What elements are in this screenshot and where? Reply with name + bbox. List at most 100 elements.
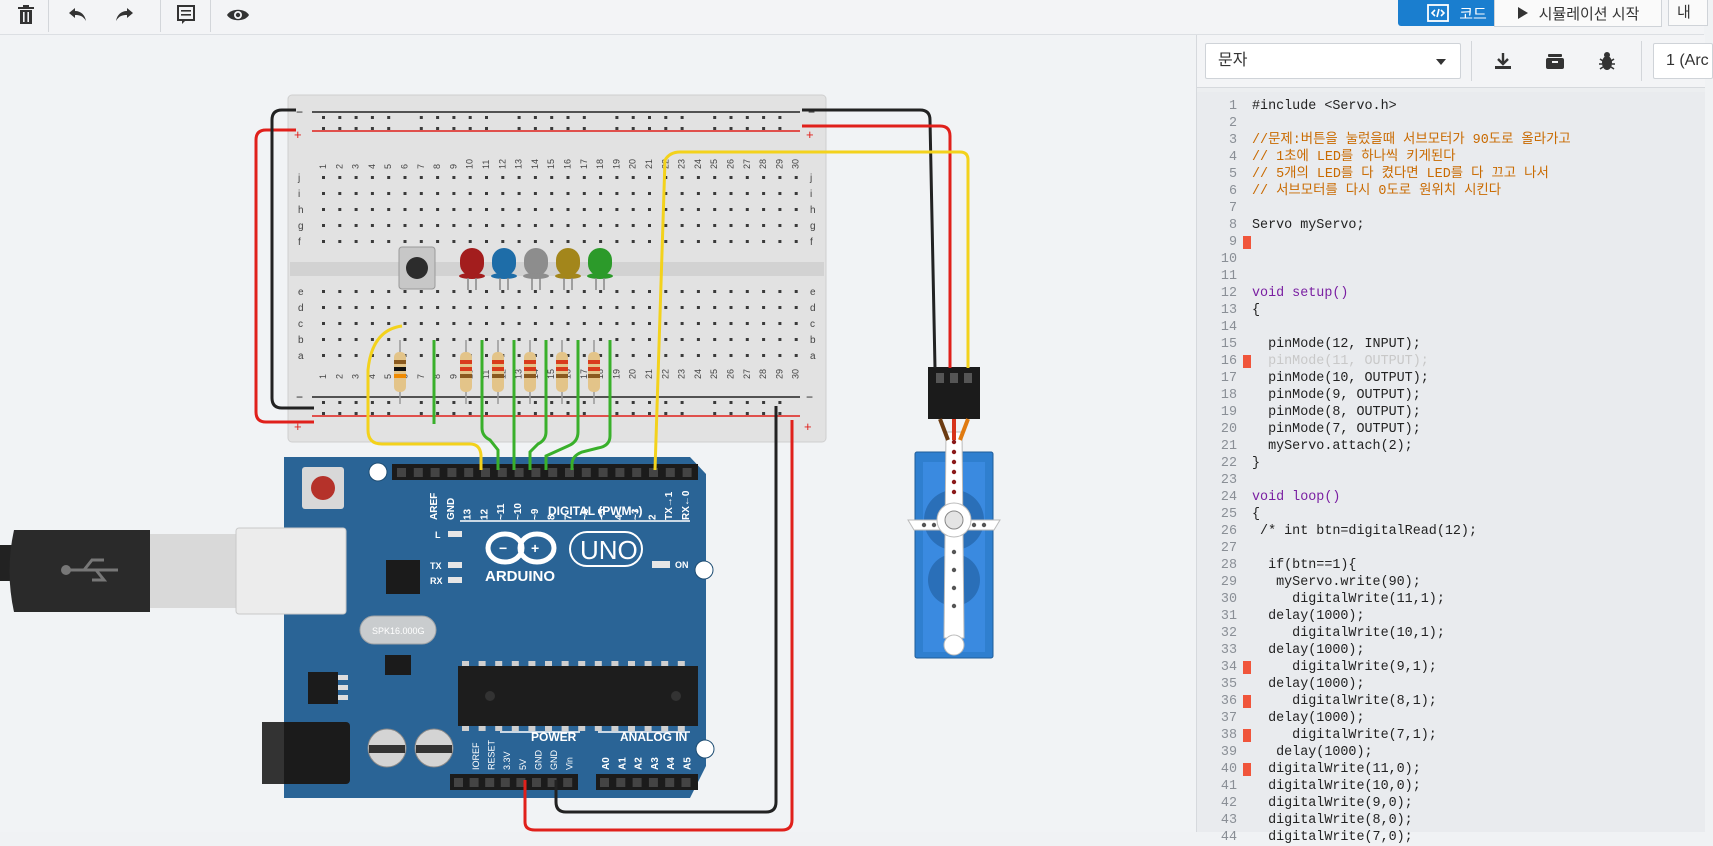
- breadboard-hole: [680, 290, 684, 293]
- chip-pin: [594, 661, 602, 666]
- wire-green-pin8[interactable]: [544, 340, 580, 470]
- download-icon[interactable]: [1481, 43, 1525, 79]
- led[interactable]: [556, 248, 580, 276]
- row-label: g: [810, 221, 816, 232]
- breadboard-hole: [615, 354, 619, 357]
- breadboard-hole: [387, 176, 391, 179]
- code-text: myServo.write(90);: [1252, 575, 1421, 590]
- column-label: 21: [644, 159, 654, 169]
- rail-hole: [485, 401, 488, 404]
- crystal: [359, 615, 437, 645]
- pin-label: A5: [683, 757, 694, 770]
- resistor[interactable]: [492, 352, 504, 392]
- wire-yellow-button[interactable]: [366, 324, 483, 470]
- wire-black-gnd[interactable]: [554, 406, 778, 814]
- library-icon[interactable]: [1533, 43, 1577, 79]
- header-pin: [632, 468, 642, 477]
- header-pin: [516, 778, 526, 787]
- wire-yellow-signal[interactable]: [653, 150, 970, 471]
- error-marker[interactable]: [1243, 236, 1251, 249]
- redo-icon[interactable]: [104, 0, 144, 30]
- breadboard-hole: [696, 322, 700, 325]
- undo-icon[interactable]: [58, 0, 98, 30]
- resistor[interactable]: [394, 352, 406, 392]
- led[interactable]: [588, 248, 612, 276]
- rail-hole: [354, 412, 358, 415]
- error-marker[interactable]: [1243, 729, 1251, 742]
- breadboard-hole: [713, 224, 717, 227]
- led[interactable]: [460, 248, 484, 276]
- column-label: 12: [497, 159, 507, 169]
- breadboard-hole: [452, 306, 456, 309]
- led-rim: [459, 273, 485, 279]
- chip-pin: [644, 726, 652, 731]
- servo-motor[interactable]: [907, 367, 1001, 659]
- debug-icon[interactable]: [1585, 43, 1629, 79]
- column-label: 6: [400, 164, 410, 169]
- rail-hole: [778, 127, 782, 130]
- breadboard-hole: [794, 240, 798, 243]
- wire-green-pin11[interactable]: [480, 340, 500, 470]
- wire-red-left-rail[interactable]: [254, 128, 314, 424]
- rail-hole: [631, 127, 635, 130]
- code-line: 29 myServo.write(90);: [1197, 574, 1705, 591]
- breadboard-hole: [631, 240, 635, 243]
- resistor-band: [460, 374, 472, 378]
- pushbutton[interactable]: [398, 246, 436, 290]
- rail-hole: [338, 401, 342, 404]
- share-button[interactable]: 내: [1668, 0, 1708, 26]
- breadboard-labels: 1122334455667788991010111112121313141415…: [297, 159, 816, 379]
- resistor[interactable]: [556, 352, 568, 392]
- breadboard-hole: [615, 240, 619, 243]
- error-marker[interactable]: [1243, 695, 1251, 708]
- notes-icon[interactable]: [166, 0, 206, 30]
- breadboard-hole: [517, 192, 521, 195]
- code-text: delay(1000);: [1252, 677, 1365, 692]
- atmega-chip[interactable]: [458, 666, 698, 726]
- usb-cable[interactable]: [0, 527, 347, 615]
- trash-icon[interactable]: [6, 0, 46, 30]
- breadboard-hole: [631, 338, 635, 341]
- wire-black-left-rail[interactable]: [270, 108, 314, 410]
- board-select[interactable]: 1 (Arc: [1653, 43, 1713, 79]
- start-simulation-button[interactable]: 시뮬레이션 시작: [1494, 0, 1662, 27]
- rail-hole: [436, 412, 440, 415]
- connector-pin: [964, 373, 972, 383]
- breadboard-hole: [745, 176, 749, 179]
- rail-hole: [745, 412, 749, 415]
- error-marker[interactable]: [1243, 355, 1251, 368]
- eye-icon[interactable]: [218, 0, 258, 30]
- row-label: c: [810, 319, 815, 330]
- breadboard-hole: [387, 240, 391, 243]
- error-marker[interactable]: [1243, 763, 1251, 776]
- resistor[interactable]: [524, 352, 536, 392]
- led[interactable]: [492, 248, 516, 276]
- resistor[interactable]: [460, 352, 472, 392]
- wire-green-pin7[interactable]: [570, 340, 612, 470]
- rail-hole: [631, 401, 635, 404]
- circuit-canvas[interactable]: 1122334455667788991010111112121313141415…: [0, 35, 1196, 832]
- breadboard-holes: [322, 116, 798, 415]
- connector-pin: [936, 373, 944, 383]
- led[interactable]: [524, 248, 548, 276]
- pin-label: 8: [547, 514, 558, 520]
- wire-red-top-rail[interactable]: [802, 124, 952, 368]
- code-mode-select[interactable]: 문자: [1205, 43, 1461, 79]
- breadboard-hole: [485, 208, 488, 211]
- wire-green-pin9[interactable]: [528, 340, 548, 470]
- wire-black-top-rail[interactable]: [802, 108, 937, 369]
- rail-hole: [452, 116, 456, 119]
- breadboard-hole: [419, 208, 423, 211]
- breadboard-hole: [322, 192, 325, 195]
- power-label: POWER: [531, 730, 577, 744]
- line-number: 31: [1220, 609, 1237, 624]
- resistor[interactable]: [588, 352, 600, 392]
- chip-pin: [511, 661, 519, 666]
- header-pin: [464, 468, 474, 477]
- horn-hole: [921, 522, 927, 528]
- error-marker[interactable]: [1243, 661, 1251, 674]
- wire-red-5v[interactable]: [523, 420, 794, 832]
